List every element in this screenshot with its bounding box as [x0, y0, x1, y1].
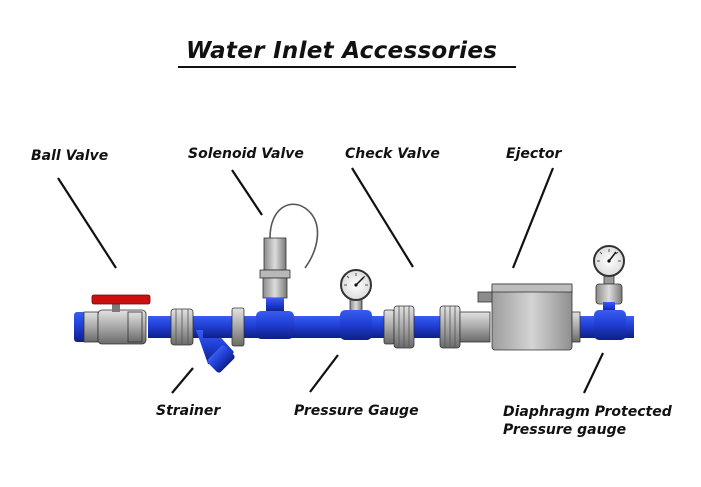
label-solenoid-valve: Solenoid Valve: [188, 146, 304, 162]
diaphragm-pressure-gauge: [593, 245, 626, 340]
leader-diaphragm-gauge: [583, 352, 604, 394]
title-underline: [178, 66, 516, 68]
leader-pressure-gauge: [309, 354, 339, 393]
label-ball-valve: Ball Valve: [31, 148, 109, 164]
leader-solenoid-valve: [231, 169, 263, 216]
leader-ball-valve: [57, 177, 117, 269]
pipe-segment-3: [414, 316, 440, 338]
solenoid-valve: [256, 203, 319, 339]
strainer: [170, 307, 245, 373]
leader-lines: [57, 167, 604, 394]
leader-ejector: [511, 167, 555, 269]
inlet-pipe-end: [74, 312, 86, 342]
check-valve: [383, 305, 491, 349]
ejector: [477, 283, 581, 351]
label-diaphragm-gauge-line2: Pressure gauge: [503, 422, 627, 438]
label-diaphragm-gauge-line1: Diaphragm Protected: [503, 404, 672, 420]
label-check-valve: Check Valve: [345, 146, 440, 162]
label-ejector: Ejector: [506, 146, 562, 162]
pressure-gauge: [340, 269, 372, 340]
ball-valve-handle: [91, 294, 151, 305]
ball-valve: [83, 294, 151, 345]
diagram-title: Water Inlet Accessories: [186, 38, 498, 64]
label-strainer: Strainer: [156, 403, 221, 419]
leader-strainer: [171, 367, 194, 394]
leader-check-valve: [351, 167, 414, 268]
label-pressure-gauge: Pressure Gauge: [294, 403, 419, 419]
